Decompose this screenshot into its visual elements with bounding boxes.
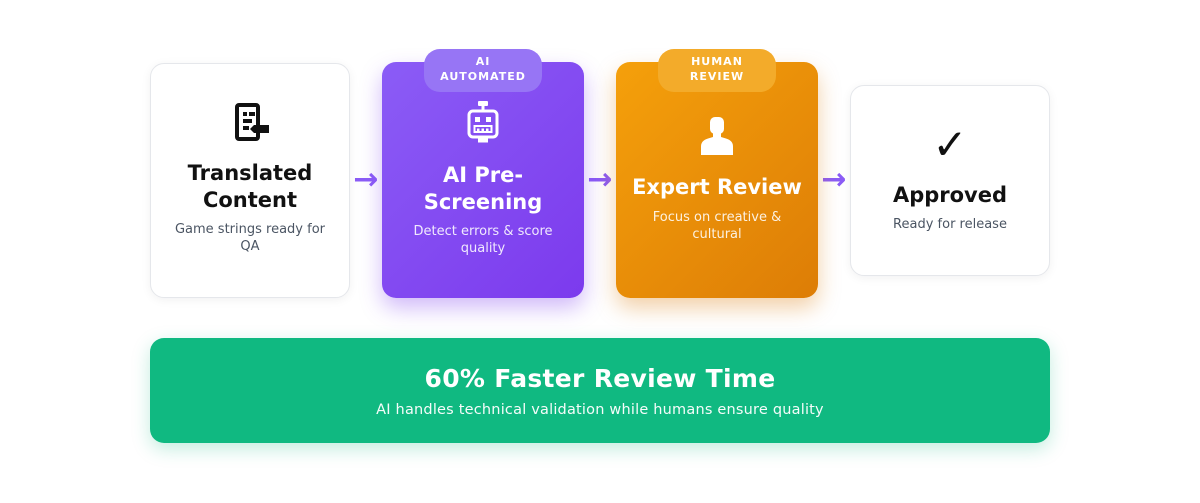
check-icon: ✓ bbox=[932, 123, 967, 166]
flow-arrow-icon: → bbox=[821, 162, 847, 197]
stats-banner: 60% Faster Review Time AI handles techni… bbox=[150, 338, 1050, 443]
step-subtitle: Focus on creative & cultural bbox=[652, 210, 782, 242]
memo-icon bbox=[228, 102, 272, 144]
robot-icon bbox=[461, 100, 505, 146]
step-title: AI Pre-Screening bbox=[423, 162, 543, 214]
step-subtitle: Game strings ready for QA bbox=[174, 222, 326, 255]
check-glyph: ✓ bbox=[932, 119, 968, 169]
step-card-expert-review: HUMAN REVIEW Expert Review Focus on crea… bbox=[616, 49, 818, 298]
step-subtitle: Detect errors & score quality bbox=[413, 224, 553, 257]
step-card-approved: ✓ Approved Ready for release bbox=[850, 84, 1050, 276]
step-card-ai-pre-screening: AI AUTOMATED AI Pre-Screening Detect err… bbox=[382, 49, 584, 298]
step-title: Approved bbox=[892, 182, 1008, 207]
step-card-translated-content: Translated Content Game strings ready fo… bbox=[150, 62, 350, 298]
banner-title: 60% Faster Review Time bbox=[424, 363, 776, 393]
ai-automated-badge: AI AUTOMATED bbox=[424, 49, 542, 92]
human-review-badge: HUMAN REVIEW bbox=[658, 49, 776, 92]
banner-subtitle: AI handles technical validation while hu… bbox=[376, 401, 824, 418]
step-subtitle: Ready for release bbox=[893, 217, 1007, 233]
person-icon bbox=[695, 114, 739, 158]
flow-arrow-icon: → bbox=[587, 162, 613, 197]
step-title: Translated Content bbox=[187, 160, 313, 212]
flow-arrow-icon: → bbox=[353, 162, 379, 197]
step-title: Expert Review bbox=[632, 175, 802, 200]
workflow-steps-row: Translated Content Game strings ready fo… bbox=[150, 0, 1050, 360]
